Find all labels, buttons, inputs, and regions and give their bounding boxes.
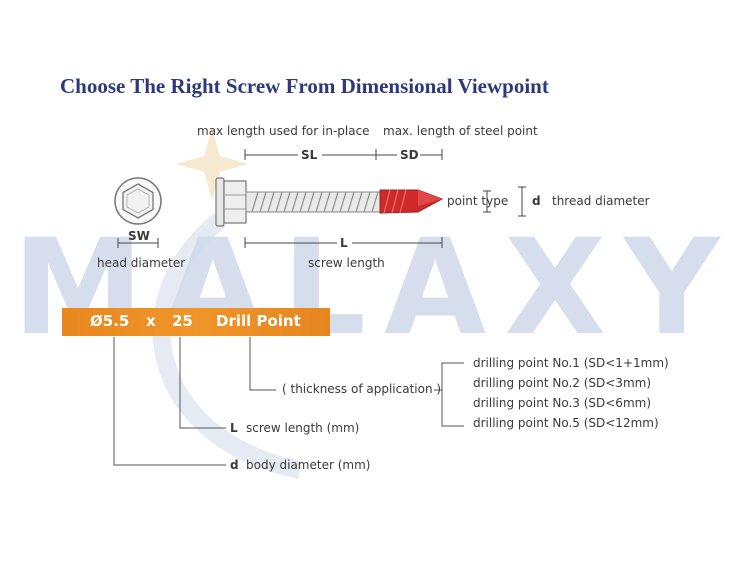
drilling-point-item: drilling point No.2 (SD<3mm) (473, 376, 652, 390)
sw-label: SW (128, 229, 150, 243)
drilling-point-item: drilling point No.5 (SD<12mm) (473, 416, 659, 430)
d-label: d (532, 194, 541, 208)
spec-times: x (146, 312, 156, 330)
screw-head (215, 177, 247, 227)
page-title: Choose The Right Screw From Dimensional … (60, 74, 549, 98)
l-callout-letter: L (230, 421, 238, 435)
drilling-point-item: drilling point No.1 (SD<1+1mm) (473, 356, 669, 370)
thread-diameter-caption: thread diameter (552, 194, 650, 208)
sd-caption: max. length of steel point (383, 124, 538, 138)
drill-point (379, 189, 444, 214)
spec-point: Drill Point (216, 312, 301, 330)
head-diameter-caption: head diameter (97, 256, 186, 270)
watermark-star (176, 128, 248, 200)
watermark-swoosh (152, 212, 302, 479)
d-callout-letter: d (230, 458, 239, 472)
sl-caption: max length used for in-place (197, 124, 370, 138)
sl-label: SL (301, 148, 318, 162)
spec-bar: Ø5.5 x 25 Drill Point (62, 308, 330, 336)
l-label: L (340, 236, 348, 250)
spec-length: 25 (172, 312, 193, 330)
screw-length-caption: screw length (308, 256, 385, 270)
body-diameter-callout: body diameter (mm) (246, 458, 371, 472)
spec-diameter: Ø5.5 (90, 312, 130, 330)
hex-head-end-view (114, 177, 162, 225)
screw-length-callout: screw length (mm) (246, 421, 360, 435)
point-type-caption: point type (447, 194, 509, 208)
drilling-point-item: drilling point No.3 (SD<6mm) (473, 396, 652, 410)
sd-label: SD (400, 148, 419, 162)
thickness-callout: ( thickness of application ) (282, 382, 442, 396)
